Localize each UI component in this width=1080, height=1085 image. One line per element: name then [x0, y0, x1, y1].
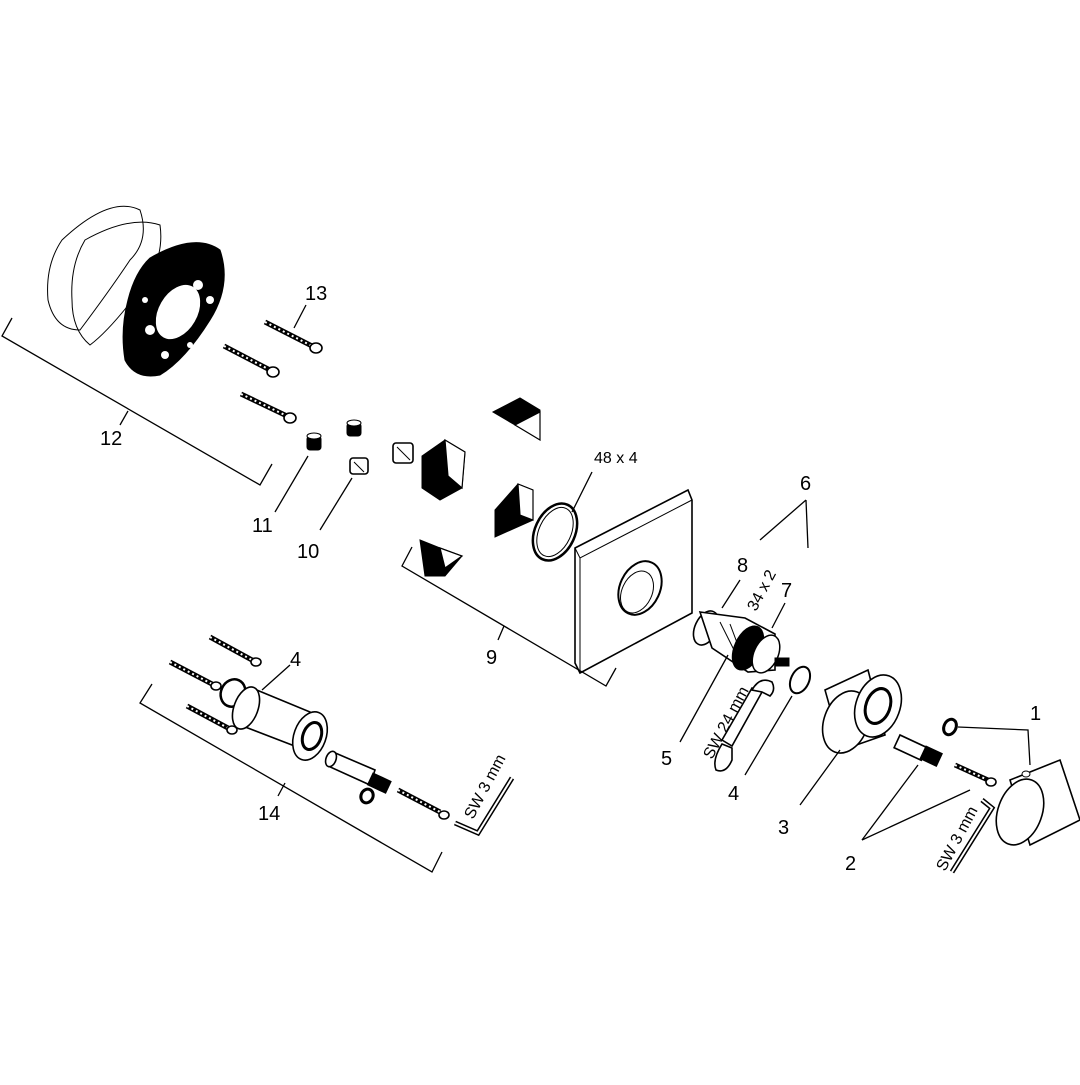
- seal-ring-gasket: [47, 205, 162, 346]
- leader-5: [679, 654, 729, 743]
- part-label-2: 2: [845, 853, 856, 875]
- leader-7: [771, 602, 786, 629]
- hex-key-right: [949, 798, 996, 874]
- plug-fitting-11b: [346, 419, 362, 437]
- part-label-6: 6: [800, 473, 811, 495]
- leader-1: [957, 726, 1031, 766]
- hex-key-left: [454, 776, 515, 837]
- leader-48x4: [571, 471, 593, 513]
- wedge-clip-middle: [494, 483, 534, 538]
- oring-size-34x2: 34 x 2: [745, 567, 781, 614]
- oring-size-48x4: 48 x 4: [594, 450, 638, 467]
- part-label-9: 9: [486, 647, 497, 669]
- ext-screw-middle: [168, 659, 222, 691]
- leader-8: [721, 579, 741, 609]
- screw-upper: [263, 319, 323, 354]
- part-label-13: 13: [305, 283, 327, 305]
- clip-fitting-10a: [349, 457, 369, 475]
- bracket-line-12: [1, 317, 273, 486]
- o-ring-48x4: [531, 502, 579, 562]
- part-label-12: 12: [100, 428, 122, 450]
- part-label-4-left: 4: [290, 649, 301, 671]
- ext-spindle: [324, 750, 392, 794]
- spindle-adapter: [893, 733, 943, 767]
- wedge-clip-top: [491, 397, 541, 442]
- ext-long-screw: [396, 787, 450, 820]
- part-label-14: 14: [258, 803, 280, 825]
- open-end-wrench: [714, 679, 775, 772]
- screw-middle: [222, 343, 280, 378]
- mounting-plate: [122, 242, 225, 377]
- hexkey-size-left: SW 3 mm: [462, 752, 510, 822]
- leader-4-right: [744, 695, 793, 776]
- ext-small-ring: [359, 787, 375, 805]
- bracket-line-9: [401, 546, 617, 687]
- part-label-1: 1: [1030, 703, 1041, 725]
- wedge-clip-left: [421, 438, 466, 501]
- ext-screw-top: [208, 634, 262, 667]
- bracket-line-6: [759, 499, 809, 549]
- fixing-screw: [953, 762, 997, 787]
- part-label-5: 5: [661, 748, 672, 770]
- thermostat-handle: [995, 758, 1080, 847]
- part-label-3: 3: [778, 817, 789, 839]
- part-label-4-right: 4: [728, 783, 739, 805]
- bracket-line-2: [861, 764, 971, 841]
- square-cover-plate: [574, 488, 693, 675]
- o-ring-handle: [942, 717, 958, 737]
- thermostat-cartridge: [692, 610, 790, 674]
- part-label-11: 11: [252, 515, 273, 537]
- leader-13: [293, 304, 307, 329]
- part-label-8: 8: [737, 555, 748, 577]
- leader-3: [799, 749, 841, 806]
- plug-fitting-11a: [306, 432, 322, 451]
- extension-sleeve: [821, 668, 903, 754]
- part-label-7: 7: [781, 580, 792, 602]
- clip-fitting-10b: [392, 442, 414, 464]
- ext-sleeve: [231, 686, 329, 761]
- bracket-line-14: [139, 683, 443, 873]
- leader-4-left: [261, 664, 291, 691]
- leader-10: [319, 477, 353, 531]
- ext-screw-bottom: [185, 703, 238, 735]
- o-ring-small: [788, 665, 812, 695]
- part-label-10: 10: [297, 541, 319, 563]
- wedge-clip-bottom: [419, 539, 464, 577]
- screw-lower: [239, 391, 297, 424]
- leader-11: [274, 455, 309, 513]
